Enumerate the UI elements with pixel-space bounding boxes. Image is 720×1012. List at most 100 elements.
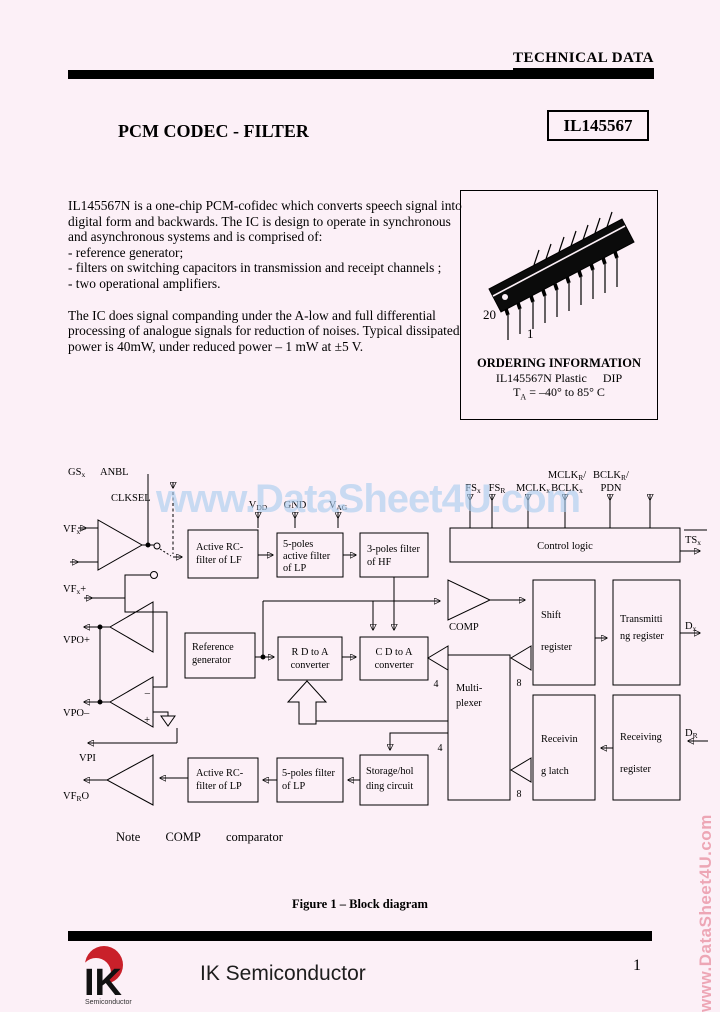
bus-width-8: 8 [517,789,522,800]
ordering-part-line: IL145567N Plastic DIP [461,371,657,386]
svg-text:Active RC-filter of LF: Active RC-filter of LF [196,542,244,566]
pin-label-vfro: VFRO [63,791,89,803]
header-rule [68,70,654,79]
doc-type-label: TECHNICAL DATA [512,50,654,70]
temp-range: = –40° to 85° C [529,385,605,399]
pin-label-vpi: VPI [79,753,96,764]
description-paragraph-2: The IC does signal companding under the … [68,307,460,354]
pin-label-fsx: FSx [465,483,481,495]
part-number-box: IL145567 [547,110,649,141]
ik-logo: IK Semiconductor [81,946,132,1006]
figure-caption: Figure 1 – Block diagram [292,897,428,911]
dip-pin20-label: 20 [483,307,496,322]
pin-label-gsx: GSx [68,467,85,479]
block-multiplexer: Multi-plexer [447,654,511,801]
ordering-package: DIP [602,370,623,385]
svg-text:Multi-plexer: Multi-plexer [456,683,483,709]
block-active-rc-lp: Active RC-filter of LP [187,757,259,803]
dip-pin1-notch [502,294,508,300]
pin-label-vdd: VDD [249,500,268,512]
ordering-text: ORDERING INFORMATION IL145567N Plastic DI… [461,356,657,405]
logo-ik-letters: IK [84,962,123,1004]
pin-label-gnd: GND [284,500,307,511]
svg-text:Active RC-filter of LP: Active RC-filter of LP [196,768,244,792]
bus-width-4: 4 [434,679,439,690]
diagram-wiring [70,474,708,782]
description-paragraph-1: IL145567N is a one-chip PCM-cofidec whic… [68,198,462,245]
note-definition: comparator [226,830,283,844]
note-term: COMP [165,830,201,844]
ordering-part: IL145567N Plastic [495,370,587,385]
pin-label-vpo-minus: VPO– [63,708,90,719]
comparator-label: COMP [449,622,479,633]
ordering-temp-line: TA = –40° to 85° C [461,385,657,405]
svg-text:+: + [144,715,150,726]
company-name: IK Semiconductor [200,962,366,985]
logo-arc-cutout [81,958,111,988]
pin-label-clksel: CLKSEL [111,493,151,504]
ordering-heading: ORDERING INFORMATION [476,356,641,370]
opamp-receive-output [105,754,154,806]
pin-label-vag: VAG [329,500,348,512]
opamp-power-driver-minus: – + [109,676,154,728]
dip-pin1-label: 1 [527,326,534,341]
opamp-power-driver-plus [109,601,154,653]
dip-near-pins [504,251,619,340]
svg-text:–: – [144,688,151,699]
diagram-note: Note COMP comparator [116,830,305,845]
svg-text:Control logic: Control logic [537,541,593,552]
pin-label-dr: DR [685,728,698,740]
pin-label-vfx-minus: VFx– [63,524,86,536]
ordering-information-box: 20 1 ORDERING INFORMATION IL145567N Plas… [460,190,658,420]
opamp-transmit-input [97,519,144,571]
description-block: IL145567N is a one-chip PCM-cofidec whic… [68,198,464,354]
pin-label-anbl: ANBL [100,467,129,478]
comparator-triangle: COMP [447,579,492,633]
pin-label-mclkx: MCLKx [516,483,550,495]
temp-symbol-sub: A [520,392,527,402]
dip-body-ridge [492,225,626,297]
pin-label-bclkx: BCLKx [551,483,583,495]
block-control-logic: Control logic [449,527,681,563]
temp-symbol: T [513,385,521,399]
bus-width-8: 8 [517,678,522,689]
pin-label-pdn: PDN [600,483,621,494]
feature-bullet: - reference generator; [68,244,184,260]
dip-far-pins [533,211,613,266]
pin-label-mclkr: MCLKR/ [548,470,586,482]
pin-label-tsx: TSx [685,535,701,547]
dip-package-drawing: 20 1 [483,211,635,341]
page-title: PCM CODEC - FILTER [118,121,309,141]
block-active-rc-lf: Active RC-filter of LF [187,529,259,579]
pin-label-fsr: FSR [489,483,506,495]
note-label: Note [116,830,141,844]
pin-label-bclkr: BCLKR/ [593,470,629,482]
svg-text:Receiving latch: Receiving latch [541,734,578,777]
pin-label-vpo-plus: VPO+ [63,635,90,646]
feature-bullet: - filters on switching capacitors in tra… [68,260,442,276]
bus-width-4: 4 [438,743,443,754]
dip-body [488,218,635,313]
